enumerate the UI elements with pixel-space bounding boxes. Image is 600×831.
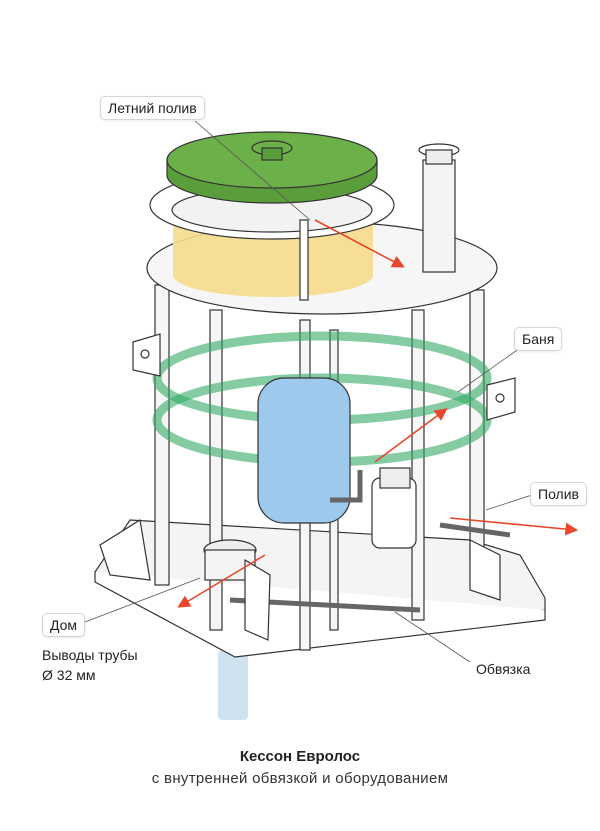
label-summer-watering: Летний полив: [100, 96, 205, 120]
label-piping: Обвязка: [476, 661, 531, 677]
label-bath: Баня: [514, 327, 563, 351]
caption-subtitle: с внутренней обвязкой и оборудованием: [151, 770, 449, 787]
lifting-brackets: [99, 333, 516, 641]
label-pipe-outlets: Выводы трубы: [42, 647, 138, 663]
ventilation-pipe: [422, 159, 456, 273]
summer-watering-riser: [299, 219, 309, 301]
label-pipe-diameter: Ø 32 мм: [42, 667, 96, 683]
label-watering: Полив: [530, 482, 587, 506]
underground-pipe: [218, 650, 248, 720]
insulation-layer: [173, 225, 373, 297]
leader-lines: [84, 120, 533, 663]
caption-title: Кессон Евролос: [239, 748, 361, 765]
expansion-tank: [257, 377, 351, 524]
flow-arrows: [177, 219, 579, 608]
label-house: Дом: [42, 613, 86, 637]
